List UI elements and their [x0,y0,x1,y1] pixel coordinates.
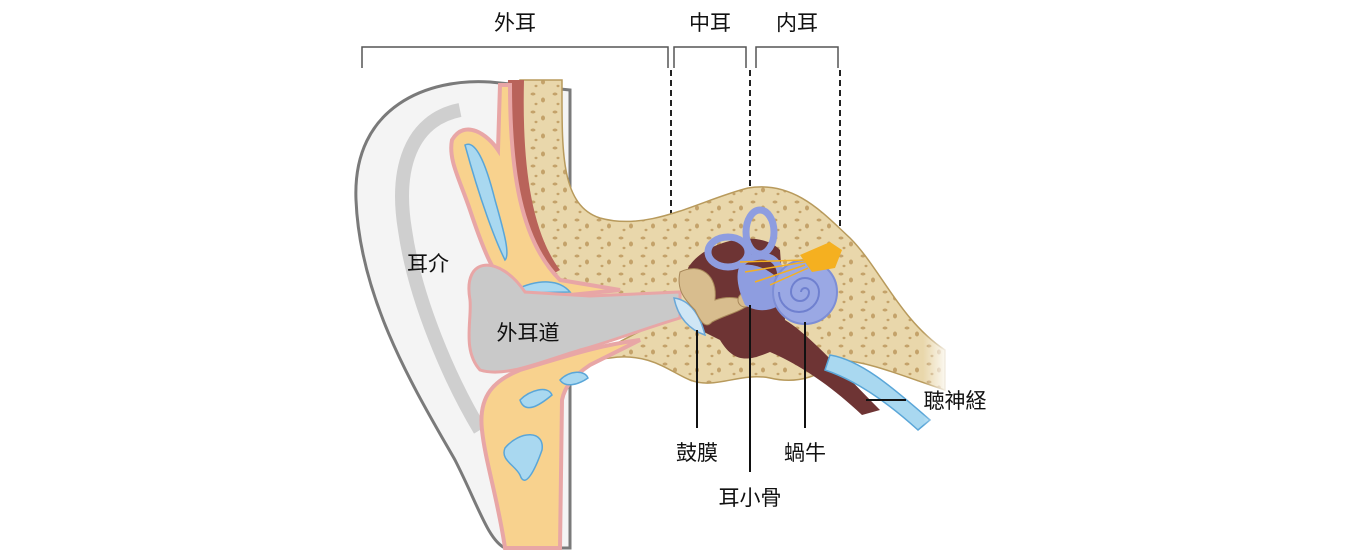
leader-lines [696,305,906,472]
bracket-inner-ear [755,46,839,68]
bracket-middle-ear [673,46,747,68]
label-inner-ear: 内耳 [776,11,818,35]
fade-overlay [860,330,950,450]
label-auditory-nerve: 聴神経 [923,389,987,413]
cartilage-fluid [503,434,543,481]
label-outer-ear: 外耳 [494,11,536,35]
bracket-outer-ear [361,46,669,68]
label-eardrum: 鼓膜 [676,441,718,465]
label-middle-ear: 中耳 [689,11,731,35]
label-ear-canal: 外耳道 [496,321,560,345]
label-cochlea: 蝸牛 [784,441,826,465]
lower-cartilage [479,338,641,550]
muscle-layer [507,80,560,278]
cartilage-fluid [519,388,553,409]
ossicles-shape [678,268,749,326]
vestibulocochlear-nerve [739,242,842,286]
label-ossicles: 耳小骨 [718,486,782,510]
eardrum-shape [673,297,707,337]
pinna-fold [395,103,487,434]
upper-cartilage [449,83,621,303]
cartilage-fluid [559,371,589,386]
ear-canal-shape [467,263,682,374]
upper-cartilage-fluid [464,143,508,262]
label-pinna: 耳介 [407,252,449,276]
